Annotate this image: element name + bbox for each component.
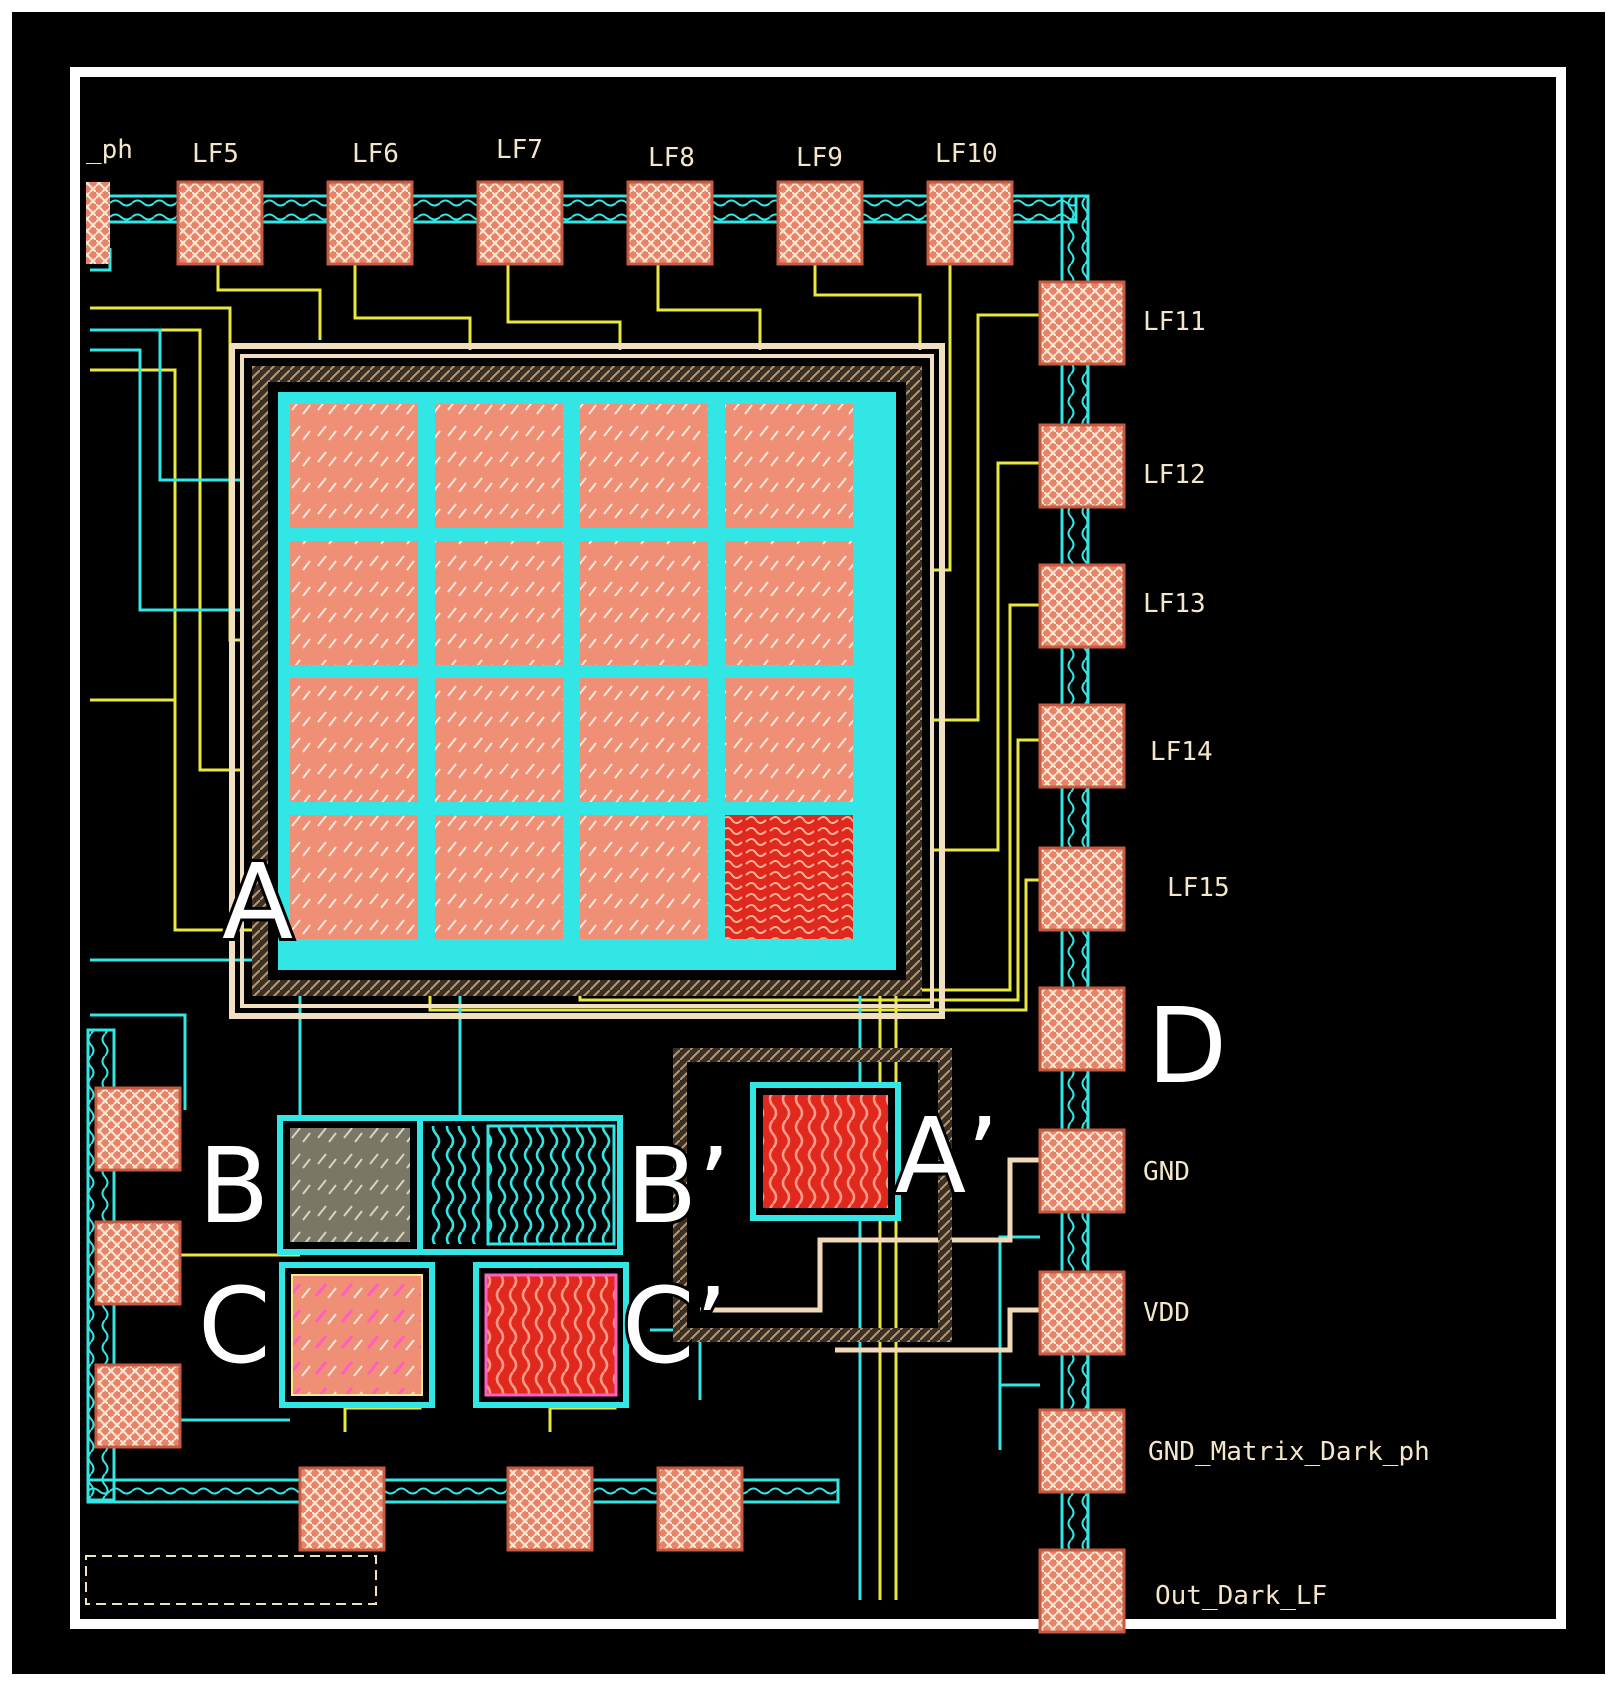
pixel-cell <box>580 541 708 665</box>
bond-pad <box>926 180 1014 266</box>
pixel-cell <box>435 815 563 939</box>
pixel-c-prime <box>473 1262 629 1408</box>
pixel-matrix <box>229 343 945 1019</box>
top-pad-label: LF9 <box>796 143 843 173</box>
bond-pad <box>1038 986 1126 1072</box>
label-c-prime: C’ <box>622 1265 728 1387</box>
reference-pixel-a-prime <box>750 1082 901 1221</box>
bond-pad <box>1038 846 1126 932</box>
right-pad-label: LF14 <box>1150 737 1213 767</box>
pixel-cell <box>725 404 853 528</box>
bond-pad <box>1038 1408 1126 1494</box>
bond-pad <box>86 182 110 264</box>
top-pad-label: LF7 <box>496 135 543 165</box>
bond-pad <box>94 1363 182 1449</box>
pixel-cell <box>435 678 563 802</box>
pixel-cell <box>580 404 708 528</box>
pixel-cell <box>290 678 418 802</box>
bond-pad <box>1038 1270 1126 1356</box>
pixel-cell <box>580 815 708 939</box>
bond-pad <box>656 1466 744 1552</box>
bond-pads <box>86 180 1126 1634</box>
pixel-cell <box>290 815 418 939</box>
bond-pad <box>776 180 864 266</box>
bond-pad <box>176 180 264 266</box>
bond-pad <box>626 180 714 266</box>
right-pad-label: LF15 <box>1167 873 1230 903</box>
label-d: D <box>1147 985 1227 1107</box>
top-pad-label: LF8 <box>648 143 695 173</box>
right-pad-label: LF11 <box>1143 307 1206 337</box>
bond-pad <box>476 180 564 266</box>
bond-pad <box>326 180 414 266</box>
right-pad-label: GND_Matrix_Dark_ph <box>1148 1437 1430 1467</box>
region-labels: A A’ B B’ C C’ D <box>195 838 1230 1390</box>
label-c: C <box>198 1265 271 1387</box>
bond-pad <box>1038 423 1126 509</box>
label-a-prime: A’ <box>895 1095 999 1217</box>
pixel-cell <box>435 541 563 665</box>
bond-pad <box>94 1220 182 1306</box>
logo-block <box>85 1555 377 1605</box>
pixel-cell <box>725 541 853 665</box>
bond-pad <box>94 1086 182 1172</box>
bond-pad <box>1038 563 1126 649</box>
top-pad-labels: _ph LF5 LF6 LF7 LF8 LF9 LF10 <box>86 135 998 173</box>
right-pad-label: Out_Dark_LF <box>1155 1581 1327 1611</box>
right-pad-label: VDD <box>1143 1298 1190 1328</box>
dark-pixel-b-prime <box>417 1115 623 1255</box>
pixel-cell <box>290 541 418 665</box>
label-a: A <box>222 841 293 963</box>
pixel-c <box>279 1262 435 1408</box>
bond-pad <box>1038 280 1126 366</box>
beige-routing <box>700 1157 1040 1353</box>
pixel-grid <box>290 404 853 939</box>
top-pad-label: LF10 <box>935 139 998 169</box>
bond-pad <box>1038 1128 1126 1214</box>
top-pad-label: _ph <box>86 135 133 165</box>
label-b: B <box>198 1125 269 1247</box>
bond-pad <box>1038 703 1126 789</box>
pixel-cell <box>290 404 418 528</box>
right-pad-labels: LF11 LF12 LF13 LF14 LF15 GND VDD GND_Mat… <box>1143 307 1430 1611</box>
top-pad-label: LF5 <box>192 139 239 169</box>
right-pad-label: LF13 <box>1143 589 1206 619</box>
right-pad-label: GND <box>1143 1157 1190 1187</box>
right-pad-label: LF12 <box>1143 460 1206 490</box>
pixel-cell <box>725 678 853 802</box>
dark-pixel-b <box>277 1115 423 1255</box>
highlighted-pixel <box>725 815 853 939</box>
bond-pad <box>298 1466 386 1552</box>
bond-pad <box>1038 1548 1126 1634</box>
pixel-cell <box>580 678 708 802</box>
label-b-prime: B’ <box>626 1125 730 1247</box>
a-prime-guard-ring <box>673 1048 952 1342</box>
pixel-cell <box>435 404 563 528</box>
top-pad-label: LF6 <box>352 139 399 169</box>
bond-pad <box>506 1466 594 1552</box>
